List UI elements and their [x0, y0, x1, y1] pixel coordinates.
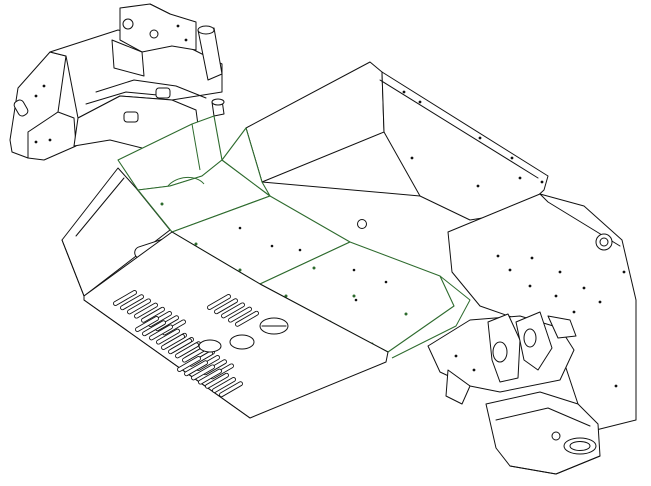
vent-slot [212, 377, 236, 393]
vent-slot [184, 360, 208, 377]
vent-slot [175, 342, 199, 359]
vent-slot [221, 302, 245, 319]
vent-slot [135, 316, 159, 332]
front-mount-bracket [427, 311, 577, 405]
vent-slot [142, 320, 166, 337]
vent-slot [168, 338, 192, 355]
vent-slot [134, 302, 158, 319]
lower-housing [485, 391, 601, 475]
vent-slot [205, 372, 229, 389]
vent-slot [141, 306, 165, 323]
vent-slot-array [83, 231, 389, 419]
vent-slot [161, 334, 185, 350]
vent-slot [149, 324, 173, 341]
vent-slot [228, 306, 252, 323]
vent-slot [207, 294, 231, 310]
upper-cowl-panel [245, 61, 549, 221]
vent-slot [177, 356, 201, 372]
vent-slot [198, 368, 222, 385]
vent-slot [219, 381, 243, 398]
floor-panel-assembly [117, 115, 471, 359]
vent-slot [214, 298, 238, 315]
vent-slot [127, 298, 151, 315]
vent-slot [156, 328, 180, 345]
rear-bracket-assembly [9, 3, 225, 161]
vent-slot [120, 294, 144, 311]
vent-slot [113, 290, 137, 306]
vent-slot [235, 310, 259, 327]
vent-slot [191, 364, 215, 381]
